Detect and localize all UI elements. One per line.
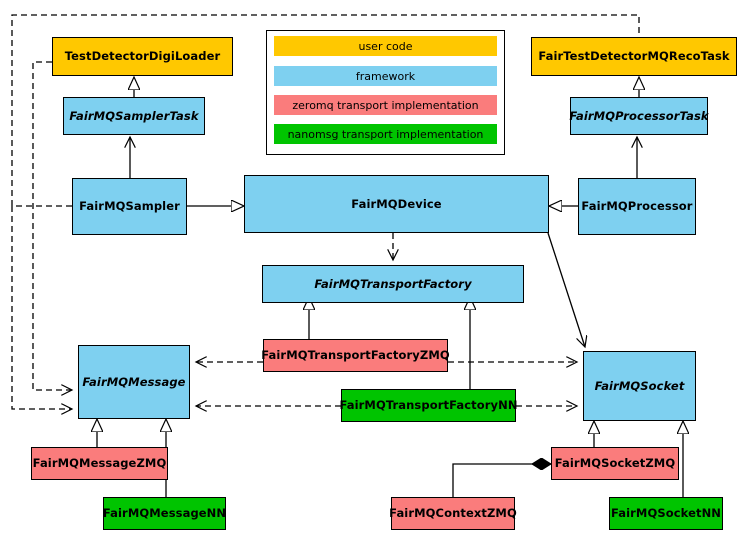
- class-box-fairmqsocketnn[interactable]: FairMQSocketNN: [609, 497, 723, 530]
- edge-contextzmq-to-socketzmq: [452, 464, 551, 497]
- class-box-fairmqcontextzmq[interactable]: FairMQContextZMQ: [389, 497, 517, 530]
- class-label-fairmqtransportfactory: FairMQTransportFactory: [314, 276, 472, 291]
- class-label-fairmqdevice: FairMQDevice: [351, 196, 442, 211]
- class-label-fairmqmessagenn: FairMQMessageNN: [102, 506, 227, 521]
- class-box-fairmqtransportfactorynn[interactable]: FairMQTransportFactoryNN: [339, 389, 518, 422]
- class-box-fairmqtransportfactory[interactable]: FairMQTransportFactory: [262, 265, 524, 303]
- legend-label-user-code: user code: [358, 39, 413, 53]
- edge-device-to-socket: [547, 232, 585, 347]
- class-label-fairmqprocessor: FairMQProcessor: [581, 199, 693, 214]
- class-label-fairmqsocketzmq: FairMQSocketZMQ: [554, 456, 676, 471]
- class-label-fairmqsocketnn: FairMQSocketNN: [610, 506, 722, 521]
- class-box-fairmqsamplertask[interactable]: FairMQSamplerTask: [63, 97, 205, 135]
- class-label-fairmqsamplertask: FairMQSamplerTask: [69, 108, 199, 123]
- class-label-fairmqmessage: FairMQMessage: [82, 374, 186, 389]
- class-box-testdetectordigiloader[interactable]: TestDetectorDigiLoader: [52, 37, 233, 76]
- class-box-fairmqsocketzmq[interactable]: FairMQSocketZMQ: [551, 447, 679, 480]
- class-box-fairmqsocket[interactable]: FairMQSocket: [583, 351, 696, 421]
- legend-label-zeromq: zeromq transport implementation: [292, 98, 479, 112]
- class-label-fairtestdetectormqrecotask: FairTestDetectorMQRecoTask: [538, 49, 730, 64]
- class-box-fairmqdevice[interactable]: FairMQDevice: [244, 175, 549, 233]
- class-box-fairmqtransportfactoryzmq[interactable]: FairMQTransportFactoryZMQ: [261, 339, 450, 372]
- class-label-fairmqtransportfactoryzmq: FairMQTransportFactoryZMQ: [261, 348, 450, 363]
- class-label-fairmqmessagezmq: FairMQMessageZMQ: [32, 456, 167, 471]
- class-label-testdetectordigiloader: TestDetectorDigiLoader: [64, 49, 221, 64]
- legend-swatch-framework: framework: [274, 66, 497, 86]
- class-box-fairtestdetectormqrecotask[interactable]: FairTestDetectorMQRecoTask: [531, 37, 737, 76]
- class-label-fairmqcontextzmq: FairMQContextZMQ: [389, 506, 517, 521]
- class-box-fairmqprocessor[interactable]: FairMQProcessor: [578, 178, 696, 235]
- class-label-fairmqprocessortask: FairMQProcessorTask: [569, 108, 709, 123]
- class-box-fairmqprocessortask[interactable]: FairMQProcessorTask: [569, 97, 709, 135]
- legend-label-nanomsg: nanomsg transport implementation: [287, 127, 484, 141]
- class-label-fairmqsampler: FairMQSampler: [79, 199, 180, 214]
- class-box-fairmqmessagenn[interactable]: FairMQMessageNN: [103, 497, 226, 530]
- class-box-fairmqsampler[interactable]: FairMQSampler: [72, 178, 187, 235]
- class-box-fairmqmessage[interactable]: FairMQMessage: [78, 345, 190, 419]
- edge-sampler-to-message: [11, 205, 72, 409]
- class-label-fairmqtransportfactorynn: FairMQTransportFactoryNN: [339, 398, 518, 413]
- class-label-fairmqsocket: FairMQSocket: [594, 378, 685, 393]
- class-box-fairmqmessagezmq[interactable]: FairMQMessageZMQ: [31, 447, 168, 480]
- legend-swatch-zeromq: zeromq transport implementation: [274, 95, 497, 115]
- legend-swatch-user-code: user code: [274, 36, 497, 56]
- legend-swatch-nanomsg: nanomsg transport implementation: [274, 124, 497, 144]
- legend-label-framework: framework: [355, 69, 416, 83]
